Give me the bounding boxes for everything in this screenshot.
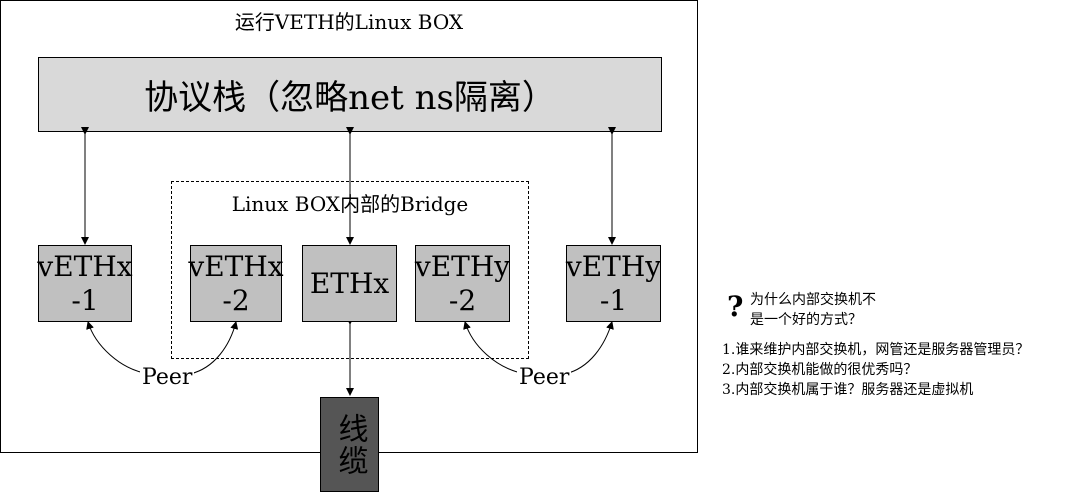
node-vethy-1: vETHy -1 <box>566 245 661 322</box>
notes-list: 1.谁来维护内部交换机，网管还是服务器管理员？ 2.内部交换机能做的很优秀吗？ … <box>722 340 1029 400</box>
peer-curve-right-a <box>463 321 526 375</box>
node-vethx-2-label: vETHx -2 <box>188 249 284 317</box>
cable-box: 线缆 <box>320 397 379 492</box>
peer-label-right: Peer <box>517 365 572 390</box>
list-item: 1.谁来维护内部交换机，网管还是服务器管理员？ <box>722 342 1030 358</box>
peer-curve-left-b <box>189 321 239 375</box>
list-item: 2.内部交换机能做的很优秀吗？ <box>722 362 918 378</box>
question-mark-icon: ? <box>727 290 744 323</box>
node-vethy-2: vETHy -2 <box>415 245 510 322</box>
peer-curve-right-b <box>564 321 614 375</box>
list-item: 3.内部交换机属于谁？服务器还是虚拟机 <box>722 382 974 398</box>
protocol-stack-label: 协议栈（忽略net ns隔离） <box>144 78 556 118</box>
node-vethy-2-label: vETHy -2 <box>414 249 511 317</box>
node-ethx: ETHx <box>302 245 397 322</box>
peer-label-left: Peer <box>140 365 195 390</box>
protocol-stack-box: 协议栈（忽略net ns隔离） <box>38 57 662 132</box>
node-vethx-1-label: vETHx -1 <box>37 249 133 317</box>
node-vethx-2: vETHx -2 <box>188 245 284 322</box>
linux-box-title: 运行VETH的Linux BOX <box>234 10 464 34</box>
node-vethy-1-label: vETHy -1 <box>565 249 662 317</box>
node-ethx-label: ETHx <box>309 266 390 300</box>
notes-question: 为什么内部交换机不 是一个好的方式？ <box>750 292 876 328</box>
cable-label: 线缆 <box>332 412 368 477</box>
node-vethx-1: vETHx -1 <box>37 245 133 322</box>
